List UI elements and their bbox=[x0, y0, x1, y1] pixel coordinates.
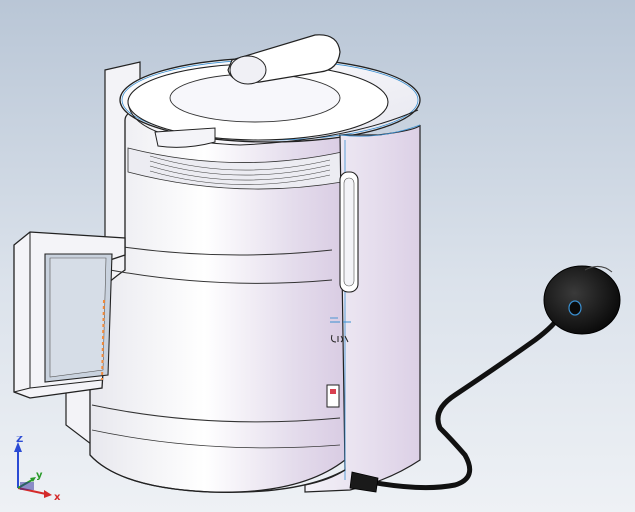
base-seam-lower bbox=[91, 429, 341, 449]
control-panel bbox=[304, 124, 421, 493]
plug-highlight bbox=[584, 266, 613, 273]
vent-rib-lines bbox=[149, 155, 331, 185]
handle-opening-inner bbox=[49, 257, 107, 378]
power-switch[interactable] bbox=[326, 384, 340, 408]
handle-edges bbox=[13, 232, 103, 393]
body-seam-upper bbox=[109, 244, 333, 256]
power-indicator bbox=[330, 389, 336, 394]
base-seam bbox=[91, 404, 341, 423]
plug-socket-hole bbox=[568, 300, 582, 316]
power-plug bbox=[543, 265, 621, 335]
z-axis-label: Z bbox=[16, 436, 23, 445]
x-axis-arrowhead bbox=[44, 490, 52, 498]
y-axis-arrowhead bbox=[30, 477, 36, 482]
base-bottom-edge bbox=[89, 454, 346, 493]
cord-strain-relief bbox=[349, 471, 379, 493]
brand-logo-mark bbox=[330, 317, 351, 323]
body-seam-lower bbox=[109, 269, 333, 284]
y-axis-label: y bbox=[36, 470, 43, 481]
orientation-triad[interactable]: Z y x bbox=[8, 436, 64, 504]
lid-release-tab[interactable] bbox=[154, 127, 216, 148]
brand-script-mark bbox=[331, 334, 349, 343]
panel-top-edge bbox=[339, 124, 421, 137]
lid-rim-front bbox=[127, 99, 419, 146]
water-level-window-inner bbox=[343, 177, 355, 287]
power-cord bbox=[357, 312, 563, 491]
handle-stripe bbox=[101, 299, 105, 381]
triad-plane bbox=[20, 482, 34, 490]
x-axis-label: x bbox=[54, 492, 61, 503]
lid-knob-end bbox=[229, 55, 267, 85]
z-axis-arrowhead bbox=[14, 442, 22, 452]
